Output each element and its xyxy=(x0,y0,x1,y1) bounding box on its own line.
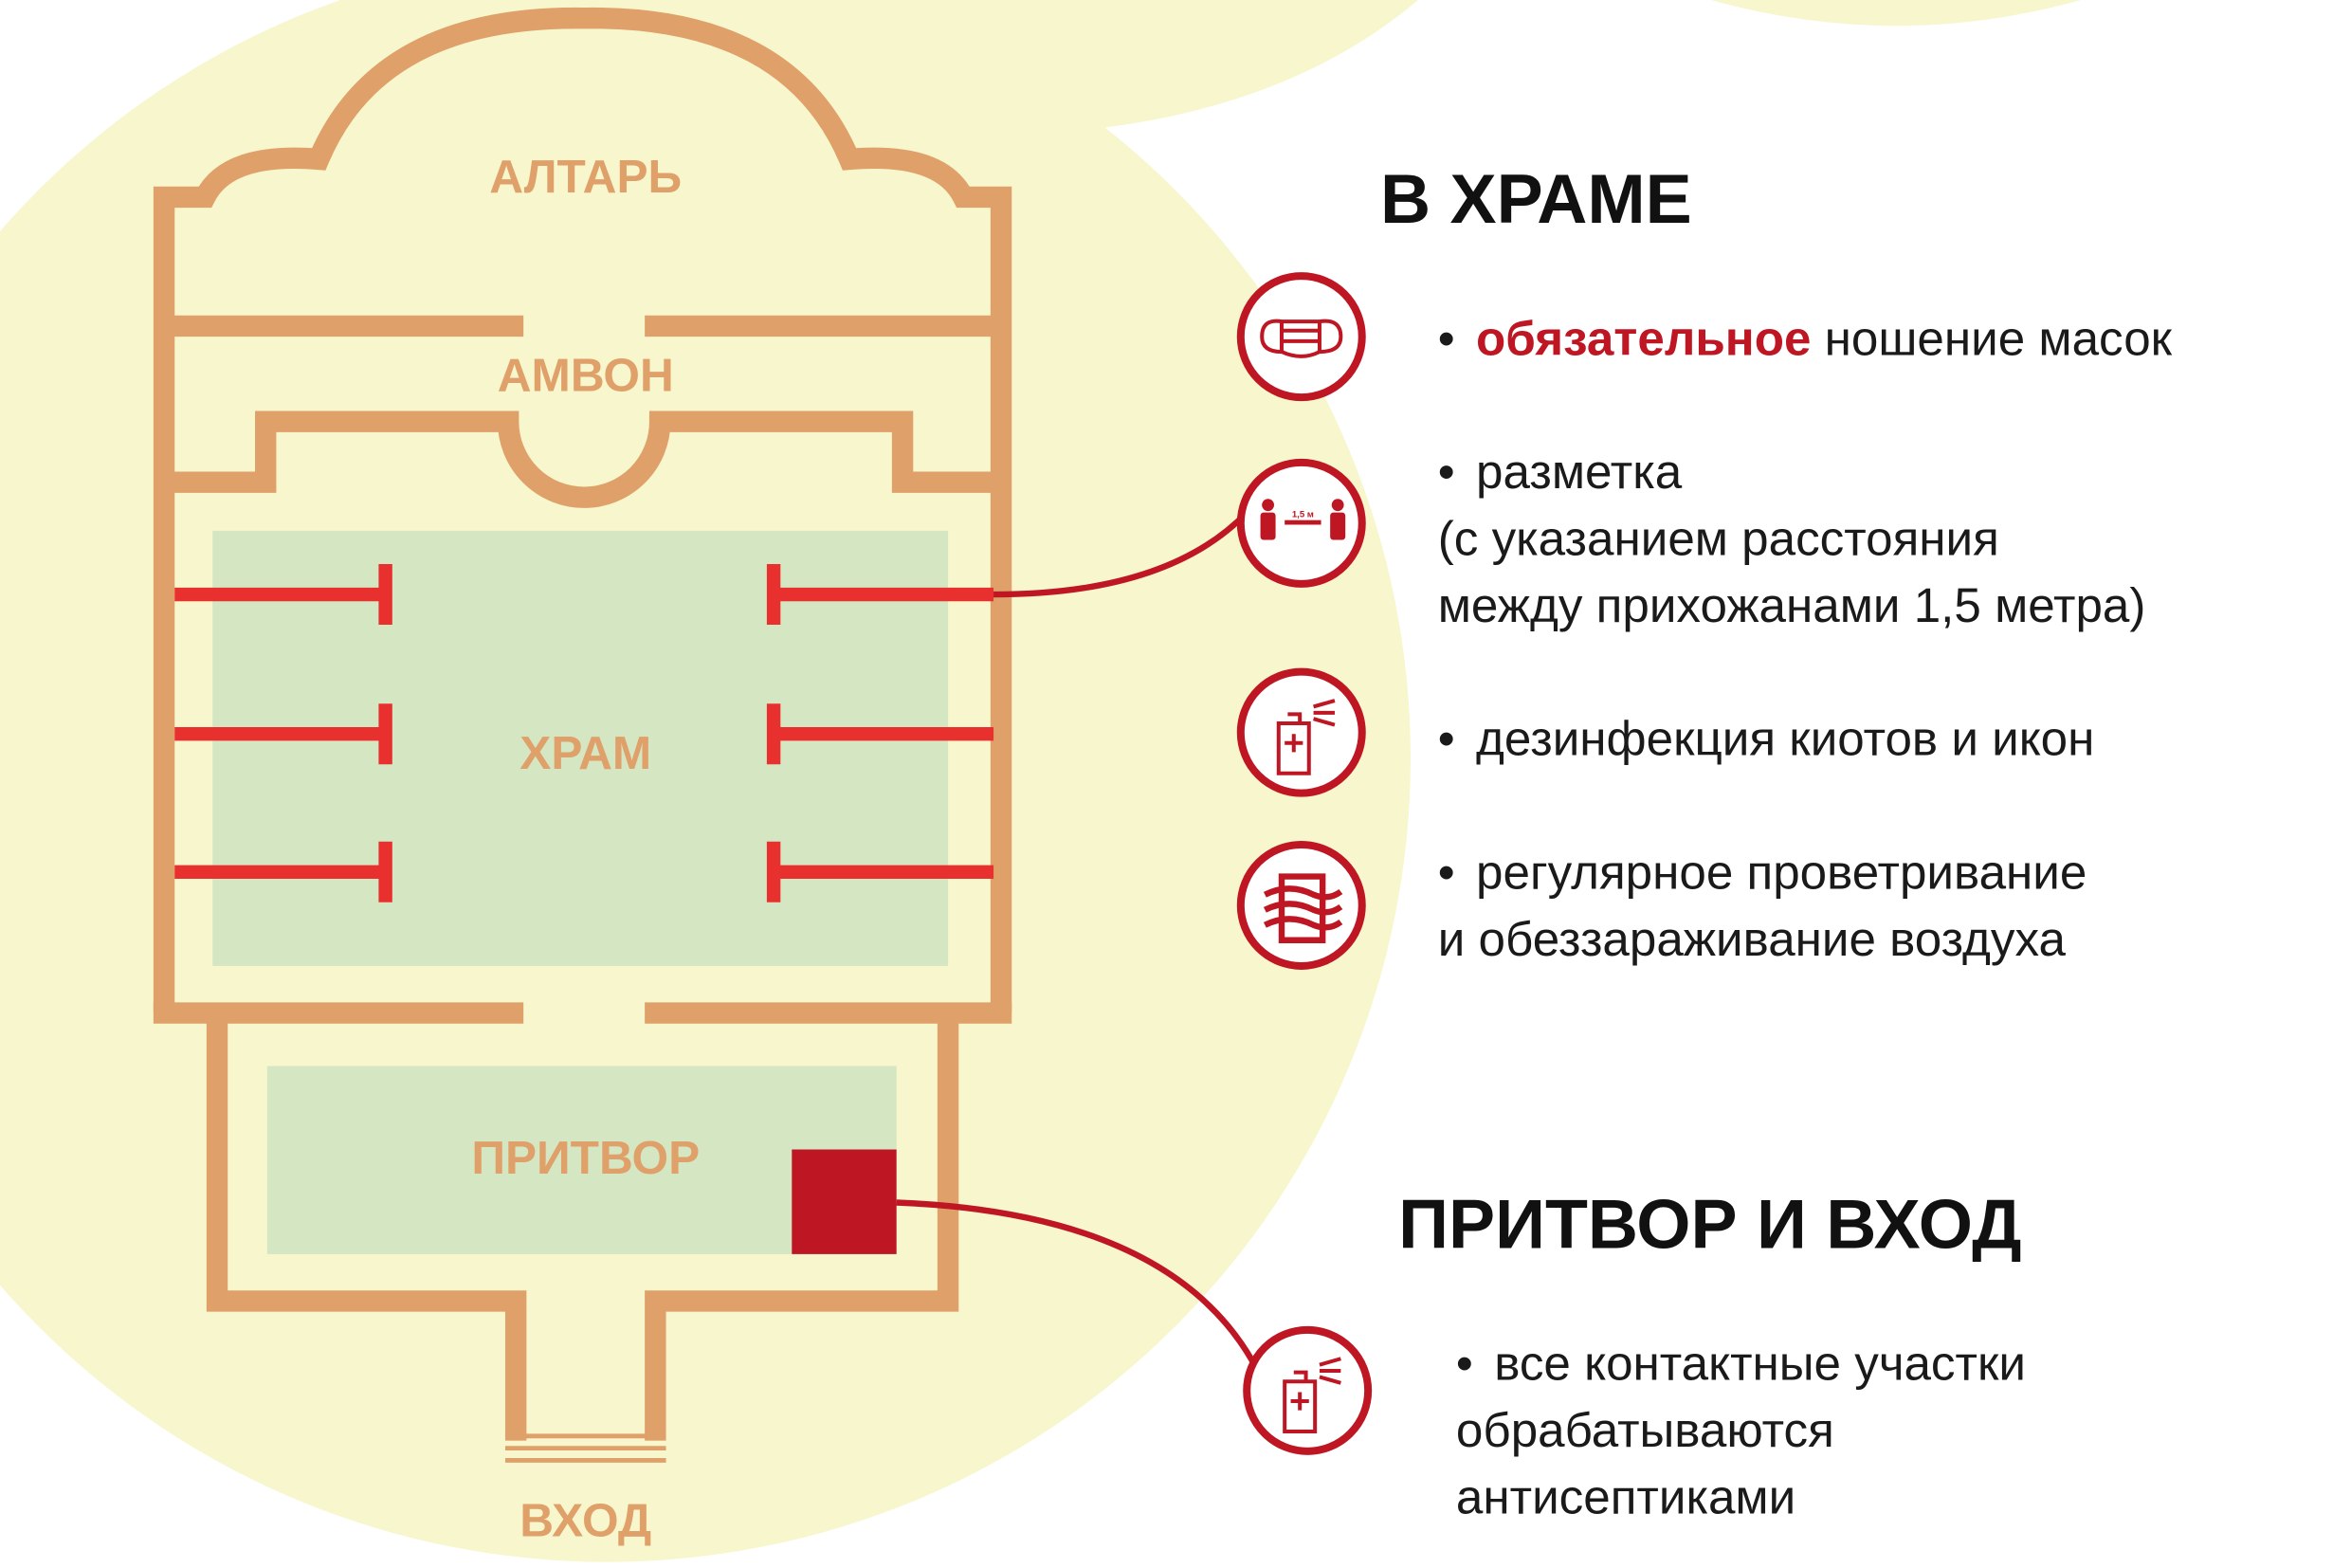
ventilation-icon xyxy=(1236,840,1366,970)
church-floor-plan xyxy=(153,7,1012,1463)
item-antiseptics: •все контактные участки обрабатываются а… xyxy=(1456,1337,2039,1524)
label-narthex: ПРИТВОР xyxy=(471,1131,700,1184)
item-ventilation: •регулярное проветривание и обеззаражива… xyxy=(1438,845,2101,965)
item-masks: •обязательное ношение масок xyxy=(1438,311,2173,365)
connector-line xyxy=(896,1199,1256,1364)
section-title-narthex-entrance: ПРИТВОР И ВХОД xyxy=(1398,1184,2021,1263)
entrance-steps xyxy=(504,1433,666,1463)
narthex-zone xyxy=(266,1066,897,1254)
distance-markings xyxy=(174,564,994,903)
outer-wall-and-apse xyxy=(153,7,1012,1013)
sanitizer-station xyxy=(792,1149,897,1254)
ambon-wall xyxy=(164,410,1002,508)
mask-icon xyxy=(1236,272,1366,402)
label-altar: АЛТАРЬ xyxy=(489,150,682,203)
item-marking: •разметка (с указанием расстояния между … xyxy=(1438,445,2146,632)
label-entrance: ВХОД xyxy=(519,1493,651,1546)
distance-icon-label: 1,5 м xyxy=(1292,509,1314,520)
label-ambon: АМВОН xyxy=(498,349,674,402)
item-disinfection: •дезинфекция киотов и икон xyxy=(1438,712,2095,766)
distance-icon: 1,5 м xyxy=(1236,458,1366,588)
background-blob xyxy=(849,0,1418,131)
sanitizer-icon xyxy=(1236,667,1366,797)
background-blob xyxy=(1710,0,2081,27)
nave-zone xyxy=(212,530,949,966)
section-title-in-church: В ХРАМЕ xyxy=(1380,159,1692,238)
narthex-wall xyxy=(206,1012,959,1441)
connector-line xyxy=(993,510,1249,598)
sanitizer-icon xyxy=(1243,1325,1373,1455)
label-nave: ХРАМ xyxy=(519,726,651,779)
